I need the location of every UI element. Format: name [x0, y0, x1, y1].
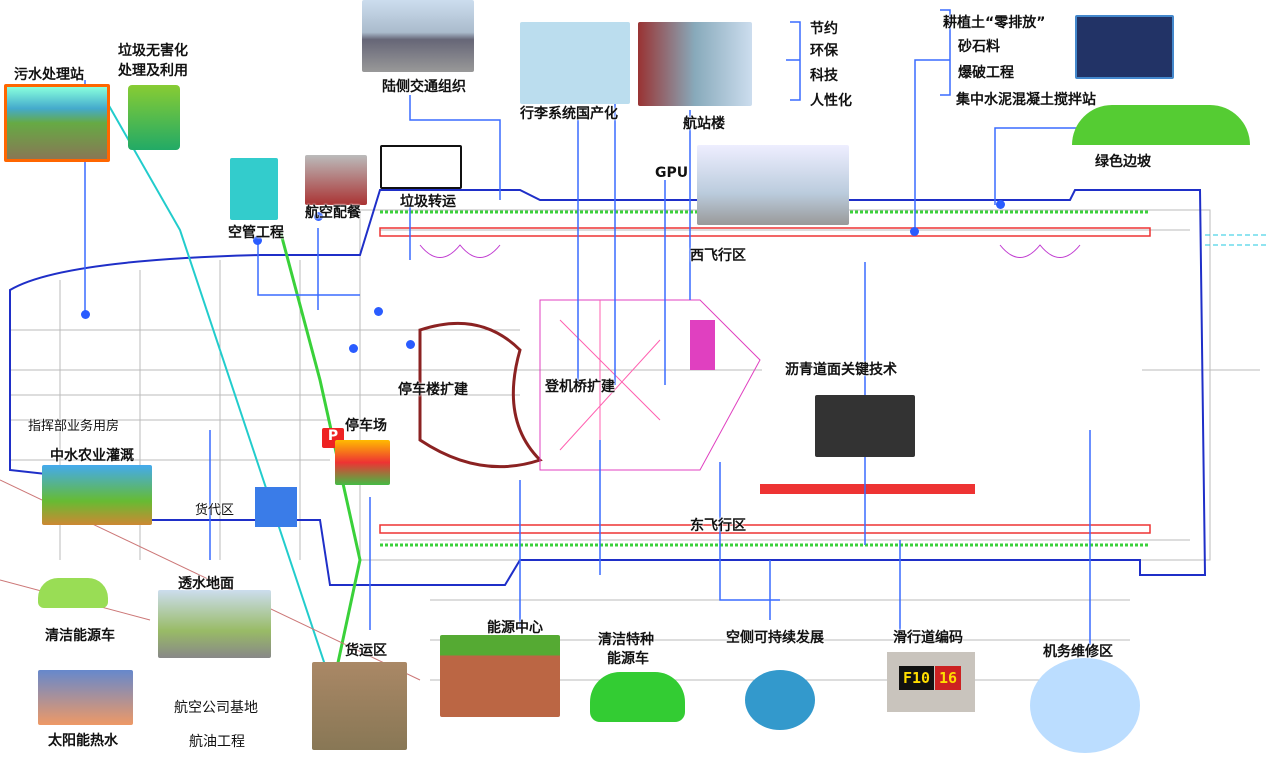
label-bridge: 登机桥扩建	[545, 379, 615, 395]
cars-illustration	[335, 440, 390, 485]
asphalt-paving-illustration	[815, 395, 915, 457]
label-tech: 科技	[810, 68, 838, 84]
terminal-area	[418, 299, 761, 471]
marker-dot	[253, 236, 262, 245]
label-airline: 航空公司基地	[174, 700, 258, 716]
label-garbage-2: 处理及利用	[118, 63, 188, 79]
marker-dot	[349, 344, 358, 353]
taxiway-sign: F10 16	[887, 652, 975, 712]
label-terminal: 航站楼	[683, 116, 725, 132]
label-special-1: 清洁特种	[598, 632, 654, 648]
label-permeable: 透水地面	[178, 576, 234, 592]
gpu-diagram	[697, 145, 849, 225]
label-east-airfield: 东飞行区	[690, 518, 746, 534]
catering-photo	[305, 155, 367, 205]
baggage-illustration	[520, 22, 630, 104]
maintenance-illustration	[1030, 658, 1140, 753]
label-forwarder: 货代区	[195, 503, 235, 518]
clean-car-icon	[38, 578, 108, 608]
leader-lines	[84, 9, 1100, 645]
label-garbage-1: 垃圾无害化	[118, 43, 188, 59]
pond	[255, 487, 297, 527]
label-fuel: 航油工程	[189, 734, 245, 750]
label-solar: 太阳能热水	[48, 733, 118, 749]
label-transfer: 垃圾转运	[400, 194, 456, 210]
label-soil: 耕植土“零排放”	[943, 15, 1046, 31]
label-clean-car: 清洁能源车	[45, 628, 115, 644]
label-gravel: 砂石料	[958, 39, 1000, 55]
energy-center-image	[440, 635, 560, 717]
airport-boundary	[9, 189, 1207, 586]
label-west-airfield: 西飞行区	[690, 248, 746, 264]
label-parking-ext: 停车楼扩建	[398, 382, 468, 398]
label-cargo: 货运区	[345, 643, 387, 659]
label-special-2: 能源车	[607, 651, 649, 667]
permeable-ground-image	[158, 590, 271, 658]
label-slope: 绿色边坡	[1095, 154, 1151, 170]
label-human: 人性化	[810, 93, 852, 109]
sign-taxiway: F10	[899, 666, 935, 690]
label-blast: 爆破工程	[958, 65, 1014, 81]
label-taxi-code: 滑行道编码	[893, 630, 963, 646]
label-baggage: 行李系统国产化	[520, 106, 618, 122]
label-hq: 指挥部业务用房	[28, 419, 120, 434]
label-airside: 空侧可持续发展	[726, 630, 824, 646]
green-slope-image	[1072, 105, 1250, 145]
special-vehicle-icon	[590, 672, 685, 722]
label-atc: 空管工程	[228, 225, 284, 241]
irrigation-image	[42, 465, 152, 525]
recycle-bin-icon	[128, 85, 180, 150]
label-parking: 停车场	[345, 418, 387, 434]
runways	[379, 210, 1151, 547]
sign-runway: 16	[935, 666, 962, 690]
cargo-warehouse-image	[312, 662, 407, 750]
label-sewage: 污水处理站	[14, 67, 84, 83]
map-grid	[10, 209, 1260, 681]
landside-photo	[362, 0, 474, 72]
label-save: 节约	[810, 21, 838, 37]
label-asphalt: 沥青道面关键技术	[785, 362, 897, 378]
sewage-image	[4, 84, 110, 162]
marker-dot	[996, 200, 1005, 209]
marker-dot	[81, 310, 90, 319]
garbage-truck-icon	[380, 145, 462, 189]
marker-dot	[910, 227, 919, 236]
marker-dot	[406, 340, 415, 349]
label-energy: 能源中心	[487, 620, 543, 636]
marker-dot	[374, 307, 383, 316]
label-env: 环保	[810, 43, 838, 59]
label-gpu: GPU	[655, 165, 689, 181]
workers-illustration	[1075, 15, 1174, 79]
label-landside: 陆侧交通组织	[382, 79, 466, 95]
globe-plane-icon	[745, 670, 815, 730]
marker-dot	[314, 212, 323, 221]
label-maintenance: 机务维修区	[1043, 644, 1113, 660]
solar-house-icon	[38, 670, 133, 725]
terminal-photo	[638, 22, 752, 106]
atc-icon	[230, 158, 278, 220]
label-water: 中水农业灌溉	[50, 448, 134, 464]
label-catering: 航空配餐	[305, 205, 361, 221]
label-concrete: 集中水泥混凝土搅拌站	[956, 92, 1096, 108]
